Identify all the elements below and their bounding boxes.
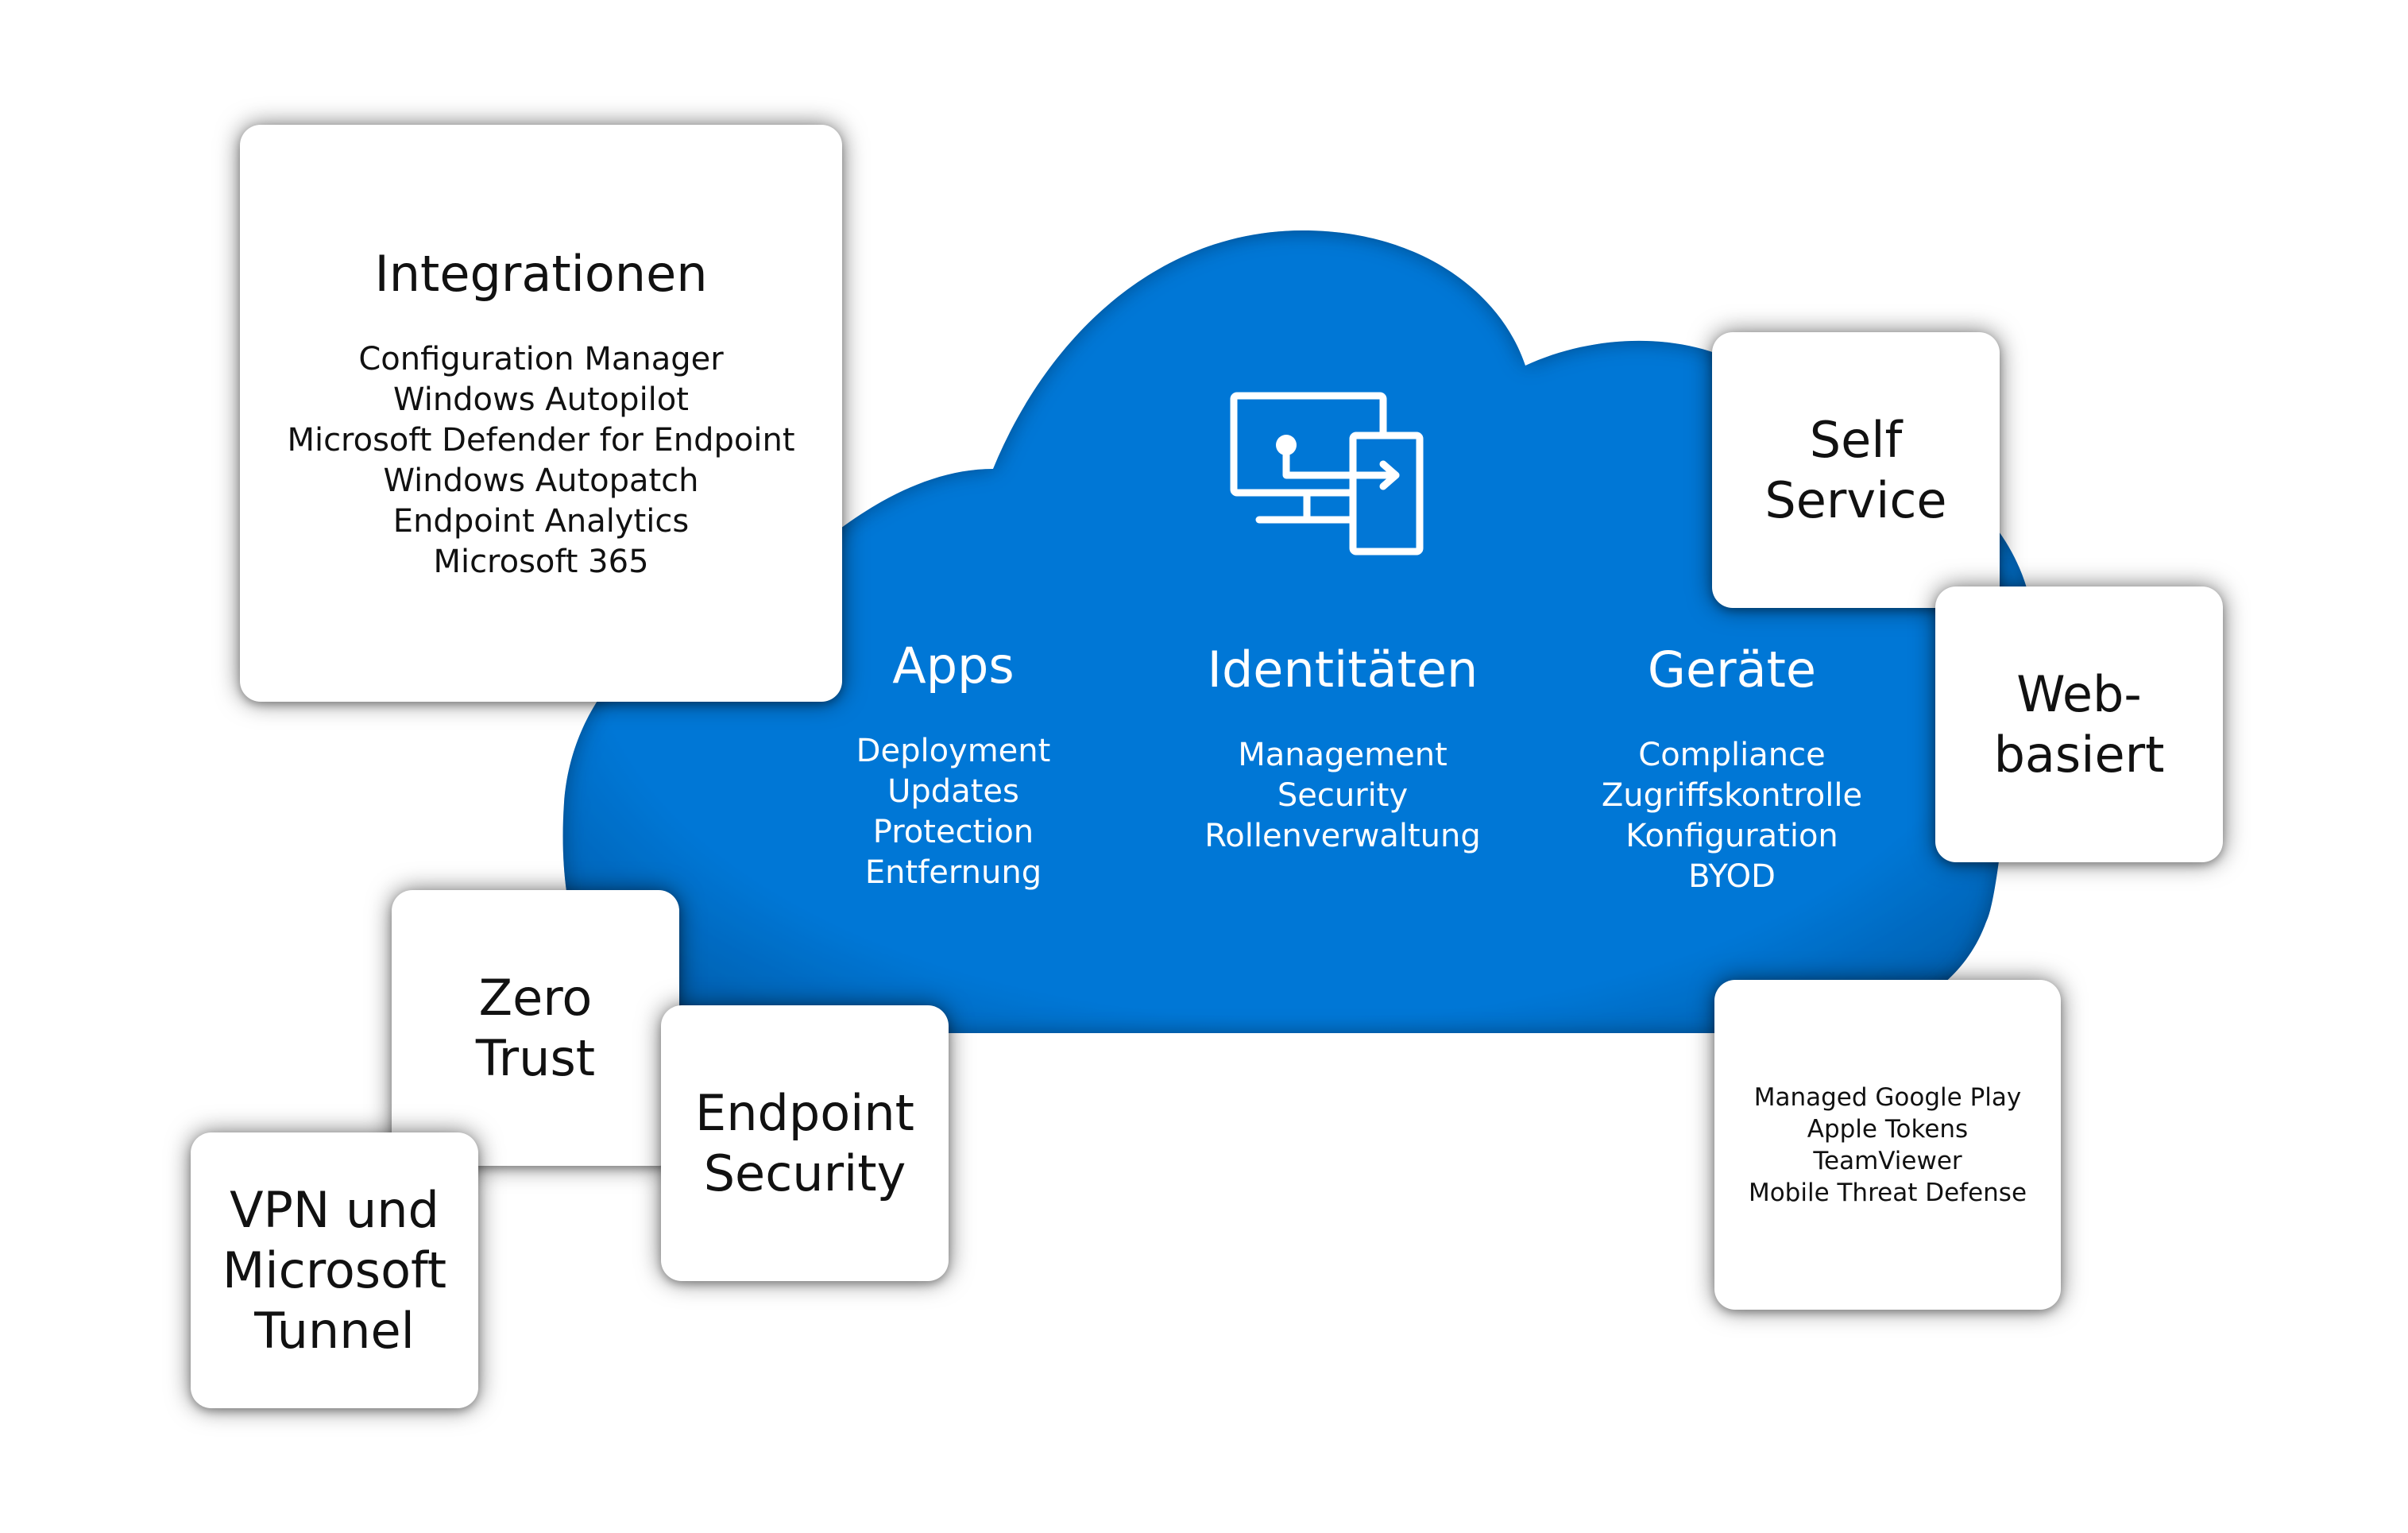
apps-title: Apps bbox=[892, 637, 1015, 695]
card-line: Microsoft bbox=[222, 1241, 447, 1299]
list-item: Managed Google Play bbox=[1753, 1082, 2022, 1112]
list-item: Entfernung bbox=[864, 854, 1042, 891]
integrationen-card: Integrationen Configuration Manager Wind… bbox=[240, 125, 842, 702]
list-item: Zugriffskontrolle bbox=[1601, 777, 1863, 814]
card-line: Web- bbox=[2016, 664, 2142, 723]
list-item: Rollenverwaltung bbox=[1204, 818, 1481, 854]
list-item: Microsoft Defender for Endpoint bbox=[287, 422, 795, 459]
geraete-title: Geräte bbox=[1647, 641, 1817, 699]
identitaeten-column: Identitäten Management Security Rollenve… bbox=[1160, 640, 1525, 857]
list-item: Configuration Manager bbox=[358, 341, 724, 377]
vpn-card: VPN und Microsoft Tunnel bbox=[191, 1132, 478, 1408]
monitor-transfer-icon bbox=[1230, 392, 1424, 556]
list-item: Compliance bbox=[1638, 737, 1826, 773]
list-item: BYOD bbox=[1688, 858, 1776, 895]
list-item: Updates bbox=[887, 773, 1019, 810]
partners-card: Managed Google Play Apple Tokens TeamVie… bbox=[1714, 980, 2061, 1310]
geraete-list: Compliance Zugriffskontrolle Konfigurati… bbox=[1602, 735, 1862, 897]
cloud-body bbox=[562, 230, 2034, 1033]
list-item: Windows Autopilot bbox=[393, 381, 689, 418]
list-item: Protection bbox=[872, 814, 1034, 850]
geraete-column: Geräte Compliance Zugriffskontrolle Konf… bbox=[1557, 640, 1907, 897]
list-item: Apple Tokens bbox=[1807, 1114, 1969, 1144]
list-item: Security bbox=[1277, 777, 1409, 814]
self-service-card: Self Service bbox=[1712, 332, 2000, 608]
card-line: Self bbox=[1809, 410, 1903, 469]
endpoint-security-card: Endpoint Security bbox=[661, 1005, 949, 1281]
list-item: Microsoft 365 bbox=[433, 544, 649, 580]
list-item: Konfiguration bbox=[1625, 818, 1838, 854]
web-basiert-card: Web- basiert bbox=[1935, 586, 2223, 862]
list-item: TeamViewer bbox=[1813, 1146, 1962, 1175]
card-line: VPN und bbox=[230, 1180, 439, 1239]
card-line: Trust bbox=[475, 1028, 596, 1087]
list-item: Endpoint Analytics bbox=[392, 503, 690, 540]
identitaeten-title: Identitäten bbox=[1207, 641, 1478, 699]
card-line: Security bbox=[703, 1144, 906, 1202]
integrationen-list: Configuration Manager Windows Autopilot … bbox=[287, 339, 794, 583]
list-item: Windows Autopatch bbox=[383, 463, 699, 499]
identitaeten-list: Management Security Rollenverwaltung bbox=[1204, 735, 1481, 857]
partners-list: Managed Google Play Apple Tokens TeamVie… bbox=[1749, 1082, 2027, 1209]
apps-list: Deployment Updates Protection Entfernung bbox=[856, 731, 1051, 893]
list-item: Deployment bbox=[856, 733, 1051, 769]
card-line: Zero bbox=[478, 968, 593, 1027]
card-line: basiert bbox=[1993, 725, 2165, 784]
apps-column: Apps Deployment Updates Protection Entfe… bbox=[794, 636, 1112, 893]
integrationen-title: Integrationen bbox=[374, 245, 708, 303]
card-line: Endpoint bbox=[695, 1083, 914, 1142]
card-line: Service bbox=[1764, 470, 1947, 529]
card-line: Tunnel bbox=[254, 1301, 415, 1360]
zero-trust-card: Zero Trust bbox=[392, 890, 679, 1166]
list-item: Management bbox=[1238, 737, 1448, 773]
list-item: Mobile Threat Defense bbox=[1748, 1178, 2027, 1207]
